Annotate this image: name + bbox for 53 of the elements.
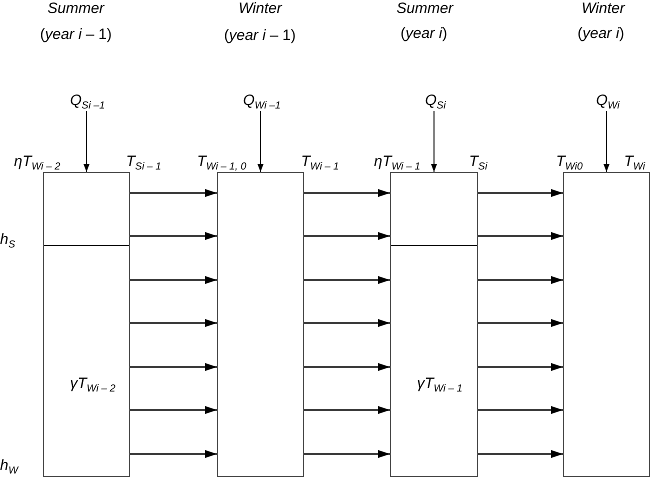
variable-label: T$_{Wi – 1, 0}$ (197, 153, 246, 171)
season-heading: Winter (582, 0, 625, 18)
arrow (304, 232, 390, 240)
variable-label: Q$_{Si}$ (425, 92, 446, 110)
arrow (304, 276, 390, 284)
level-label: h$_{S}$ (0, 231, 16, 249)
variable-label: T$_{Wi0}$ (556, 153, 583, 171)
arrow (84, 110, 90, 172)
arrow (258, 110, 264, 172)
column-box (563, 172, 650, 477)
variable-label: T$_{Wi – 1}$ (301, 153, 339, 171)
arrow (130, 319, 217, 327)
arrow (130, 450, 217, 458)
arrow (478, 232, 563, 240)
variable-label: Q$_{Si –1}$ (70, 92, 105, 110)
arrow (130, 232, 217, 240)
column-box (43, 172, 130, 477)
year-heading: (year i) (400, 25, 448, 43)
variable-label: ηT$_{Wi – 1}$ (374, 153, 420, 171)
level-label: h$_{W}$ (0, 457, 18, 475)
arrow (304, 319, 390, 327)
variable-label: Q$_{Wi –1}$ (243, 92, 281, 110)
variable-label: Q$_{Wi}$ (596, 92, 620, 110)
variable-label: T$_{Si}$ (469, 153, 488, 171)
arrow (304, 406, 390, 414)
variable-label: T$_{Wi}$ (624, 153, 645, 171)
variable-label: T$_{Si – 1}$ (126, 153, 162, 171)
arrow (478, 319, 563, 327)
variable-label: γT$_{Wi – 1}$ (417, 375, 462, 393)
arrow (431, 110, 437, 172)
arrow (130, 363, 217, 371)
arrow (604, 110, 610, 172)
arrow (478, 189, 563, 197)
variable-label: γT$_{Wi – 2}$ (70, 375, 116, 393)
variable-label: ηT$_{Wi – 2}$ (14, 153, 60, 171)
season-heading: Winter (238, 0, 282, 18)
year-heading: (year i – 1) (40, 26, 112, 44)
arrow (478, 450, 563, 458)
season-heading: Summer (396, 0, 454, 18)
arrow (130, 276, 217, 284)
arrow (478, 363, 563, 371)
column-box (217, 172, 304, 477)
year-heading: (year i – 1) (224, 27, 296, 45)
arrow (478, 406, 563, 414)
year-heading: (year i) (578, 25, 624, 43)
arrow (304, 189, 390, 197)
arrow (304, 450, 390, 458)
season-heading: Summer (48, 0, 104, 18)
column-box (390, 172, 478, 477)
arrow (304, 363, 390, 371)
arrow (130, 406, 217, 414)
arrow (478, 276, 563, 284)
arrow (130, 189, 217, 197)
